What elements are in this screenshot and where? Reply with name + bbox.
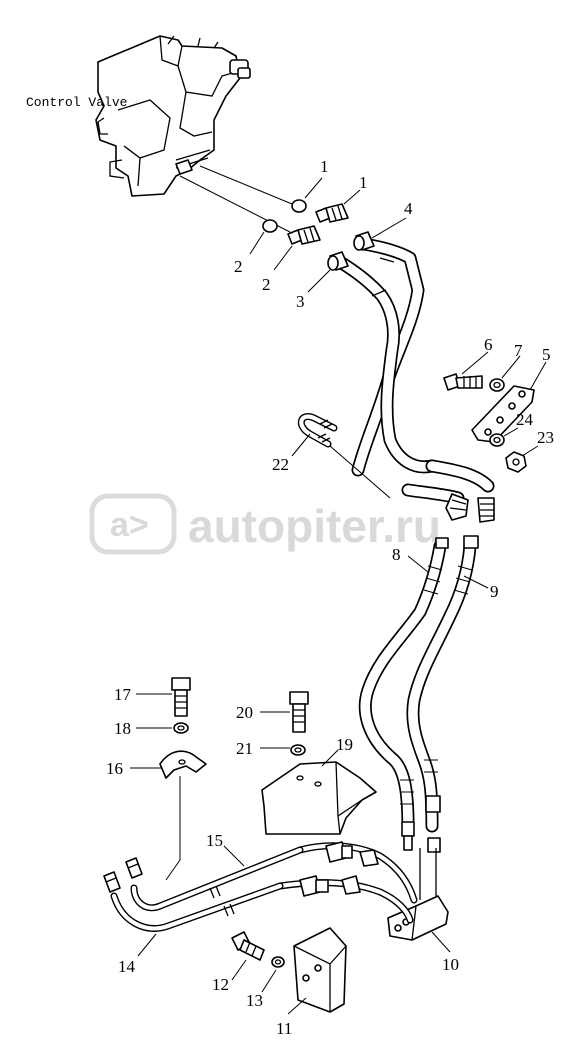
- watermark-badge: [89, 493, 177, 555]
- bolt-6: [443, 373, 483, 391]
- callout-7: 7: [514, 341, 523, 360]
- washer-7-icon: [489, 378, 505, 392]
- callout-9: 9: [490, 582, 499, 601]
- plate-19: [261, 761, 377, 835]
- connector-lower: [287, 225, 321, 245]
- bolt-20: [289, 691, 309, 733]
- callout-13: 13: [246, 991, 263, 1010]
- bolt-12: [231, 931, 265, 961]
- callouts: 1 1 4 2 2 3 6 7 5 24 23 22 8: [106, 157, 554, 1038]
- callout-23: 23: [537, 428, 554, 447]
- callout-11: 11: [276, 1019, 292, 1038]
- callout-5: 5: [542, 345, 551, 364]
- control-valve-caption: Control Valve: [26, 95, 127, 110]
- callout-2-upper: 1: [320, 157, 329, 176]
- o-ring-upper-icon: [291, 199, 307, 213]
- watermark-text: autopiter.ru: [188, 500, 441, 552]
- hose-elbows: [401, 459, 495, 523]
- bracket-10: [387, 848, 449, 941]
- callout-1-lower: 2: [262, 275, 271, 294]
- washer-21-icon: [290, 744, 306, 756]
- watermark-logo-icon: a>: [110, 506, 149, 544]
- bracket-clamp: [471, 385, 535, 443]
- callout-14: 14: [118, 957, 136, 976]
- hose-8: [358, 537, 449, 851]
- hose-pair-upper: [327, 231, 439, 477]
- callout-18: 18: [114, 719, 131, 738]
- callout-4: 4: [404, 199, 413, 218]
- callout-20: 20: [236, 703, 253, 722]
- lower-pipes: [103, 841, 418, 932]
- callout-1-upper: 1: [359, 173, 368, 192]
- connector-upper: [315, 203, 349, 223]
- washer-18-icon: [173, 722, 189, 734]
- callout-2-lower: 2: [234, 257, 243, 276]
- hose-9: [406, 535, 479, 853]
- bolt-17: [171, 677, 191, 717]
- callout-6: 6: [484, 335, 493, 354]
- nut-23-icon: [505, 451, 527, 473]
- watermark: a> autopiter.ru: [89, 493, 441, 555]
- clamp-16: [159, 750, 207, 881]
- callout-12: 12: [212, 975, 229, 994]
- callout-17: 17: [114, 685, 132, 704]
- washer-24-icon: [489, 433, 505, 447]
- bracket-11: [293, 927, 347, 1013]
- callout-21: 21: [236, 739, 253, 758]
- callout-15: 15: [206, 831, 223, 850]
- callout-3: 3: [296, 292, 305, 311]
- callout-22: 22: [272, 455, 289, 474]
- washer-13-icon: [271, 956, 285, 968]
- callout-16: 16: [106, 759, 123, 778]
- callout-8: 8: [392, 545, 401, 564]
- callout-10: 10: [442, 955, 459, 974]
- callout-19: 19: [336, 735, 353, 754]
- o-ring-lower-icon: [262, 219, 278, 233]
- control-valve: [95, 35, 293, 233]
- callout-24: 24: [516, 410, 534, 429]
